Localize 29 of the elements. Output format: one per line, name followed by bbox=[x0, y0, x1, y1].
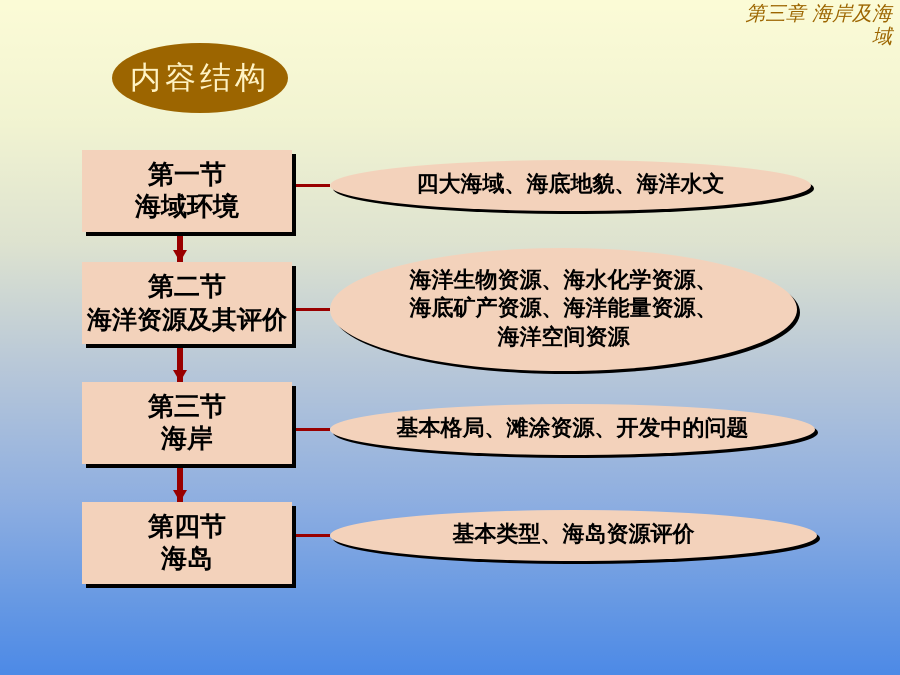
connector-line bbox=[296, 308, 330, 311]
connector-line bbox=[296, 428, 330, 431]
topic-oval bbox=[330, 248, 800, 374]
connector-line bbox=[296, 534, 330, 537]
connector-line bbox=[296, 184, 330, 187]
section-title: 海域环境 bbox=[135, 191, 239, 224]
arrow bbox=[173, 348, 187, 382]
topic-text: 海洋生物资源、海水化学资源、海底矿产资源、海洋能量资源、海洋空间资源 bbox=[408, 266, 718, 352]
arrow bbox=[173, 468, 187, 502]
section-number: 第二节 bbox=[148, 271, 226, 304]
section-number: 第四节 bbox=[148, 510, 226, 543]
topic-oval bbox=[330, 510, 820, 564]
section-box bbox=[82, 150, 296, 236]
section-box bbox=[82, 382, 296, 468]
section-box bbox=[82, 262, 296, 348]
section-box bbox=[82, 502, 296, 588]
topic-oval bbox=[330, 160, 814, 214]
section-title: 海岛 bbox=[161, 543, 213, 576]
topic-text: 基本格局、滩涂资源、开发中的问题 bbox=[396, 415, 748, 444]
section-title: 海岸 bbox=[161, 423, 213, 456]
section-title: 海洋资源及其评价 bbox=[87, 304, 287, 335]
title: 内容结构 bbox=[130, 59, 270, 98]
arrow bbox=[173, 236, 187, 262]
topic-text: 基本类型、海岛资源评价 bbox=[452, 521, 694, 550]
topic-text: 四大海域、海底地貌、海洋水文 bbox=[416, 171, 724, 200]
chapter-header: 第三章 海岸及海域 bbox=[744, 2, 892, 48]
section-number: 第一节 bbox=[148, 158, 226, 191]
section-number: 第三节 bbox=[148, 390, 226, 423]
topic-oval bbox=[330, 404, 818, 458]
